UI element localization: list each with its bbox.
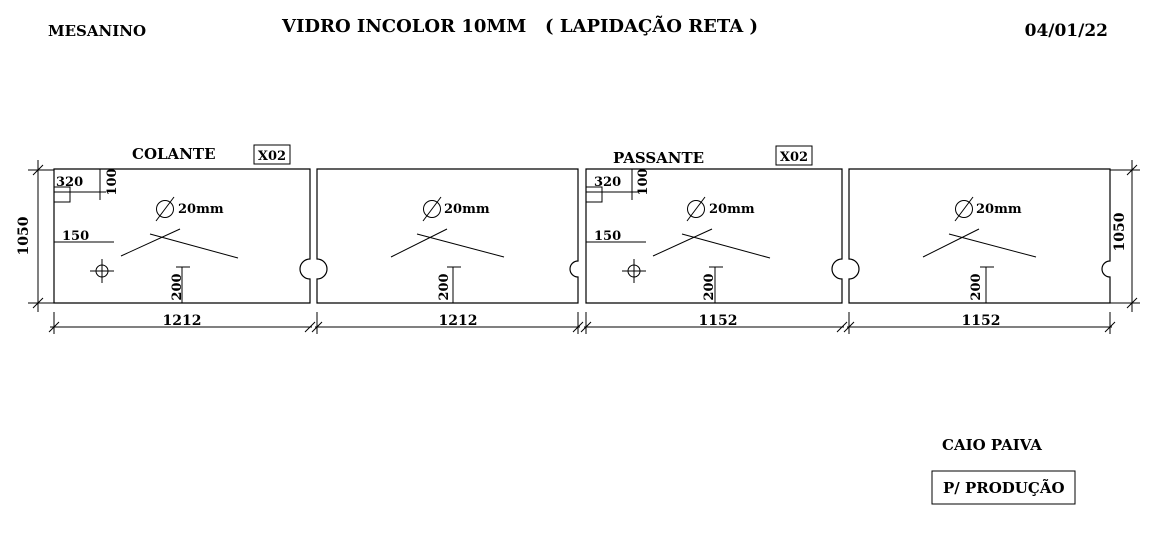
height-right-value: 1050 [1112, 212, 1128, 251]
group-left-qty-box [253, 144, 291, 165]
center-mark-x [390, 228, 448, 258]
author-name: CAIO PAIVA [942, 436, 1042, 454]
hole-diameter-label: 20mm [178, 202, 224, 217]
height-left-value: 1050 [16, 216, 32, 255]
height-dimension-left: 1050 [16, 160, 54, 312]
group-left-qty: X02 [258, 149, 286, 164]
panel-outline [848, 168, 1111, 304]
center-mark-x [922, 228, 980, 258]
dim-150-label: 150 [62, 229, 89, 244]
dim-200-label: 200 [437, 273, 452, 300]
dim-150-label: 150 [594, 229, 621, 244]
glass-panel-3: 320 100 150 20mm 200 1152 [580, 168, 848, 334]
group-left-label: COLANTE [132, 145, 216, 163]
width-label: 1212 [163, 313, 202, 329]
dim-200-label: 200 [969, 273, 984, 300]
dim-320-label: 320 [594, 175, 621, 190]
center-mark-x [120, 228, 181, 257]
hinge-cutout [585, 186, 603, 203]
width-label: 1152 [962, 313, 1001, 329]
group-right-qty: X02 [780, 150, 808, 165]
production-stamp-box [931, 470, 1076, 505]
height-dimension-right: 1050 [1110, 160, 1140, 312]
dim-100-label: 100 [636, 168, 651, 195]
dim-100-label: 100 [105, 168, 120, 195]
glass-panel-2: 20mm 200 1212 [311, 168, 584, 334]
panel-outline [585, 168, 843, 304]
diameter-icon [156, 200, 174, 218]
glass-panel-4: 20mm 200 1152 [843, 168, 1116, 334]
dim-200-label: 200 [170, 273, 185, 300]
diameter-icon [687, 200, 705, 218]
width-label: 1152 [699, 313, 738, 329]
dim-320-label: 320 [56, 175, 83, 190]
diameter-icon [955, 200, 973, 218]
hole-diameter-label: 20mm [709, 202, 755, 217]
panel-outline [316, 168, 579, 304]
production-stamp: P/ PRODUÇÃO [943, 478, 1065, 497]
panel-outline [53, 168, 311, 304]
hinge-cutout [53, 186, 71, 203]
glass-panel-1: 320 100 150 20mm 200 1212 [48, 168, 316, 334]
drawing-date: 04/01/22 [1025, 21, 1108, 41]
group-right-label: PASSANTE [613, 149, 704, 167]
hole-diameter-label: 20mm [444, 202, 490, 217]
dim-200-label: 200 [702, 273, 717, 300]
hole-diameter-label: 20mm [976, 202, 1022, 217]
location-label: MESANINO [48, 22, 146, 40]
center-mark-x [652, 228, 713, 257]
group-right-qty-box [775, 145, 813, 166]
drawing-title: VIDRO INCOLOR 10MM ( LAPIDAÇÃO RETA ) [281, 14, 758, 37]
width-label: 1212 [439, 313, 478, 329]
diameter-icon [423, 200, 441, 218]
